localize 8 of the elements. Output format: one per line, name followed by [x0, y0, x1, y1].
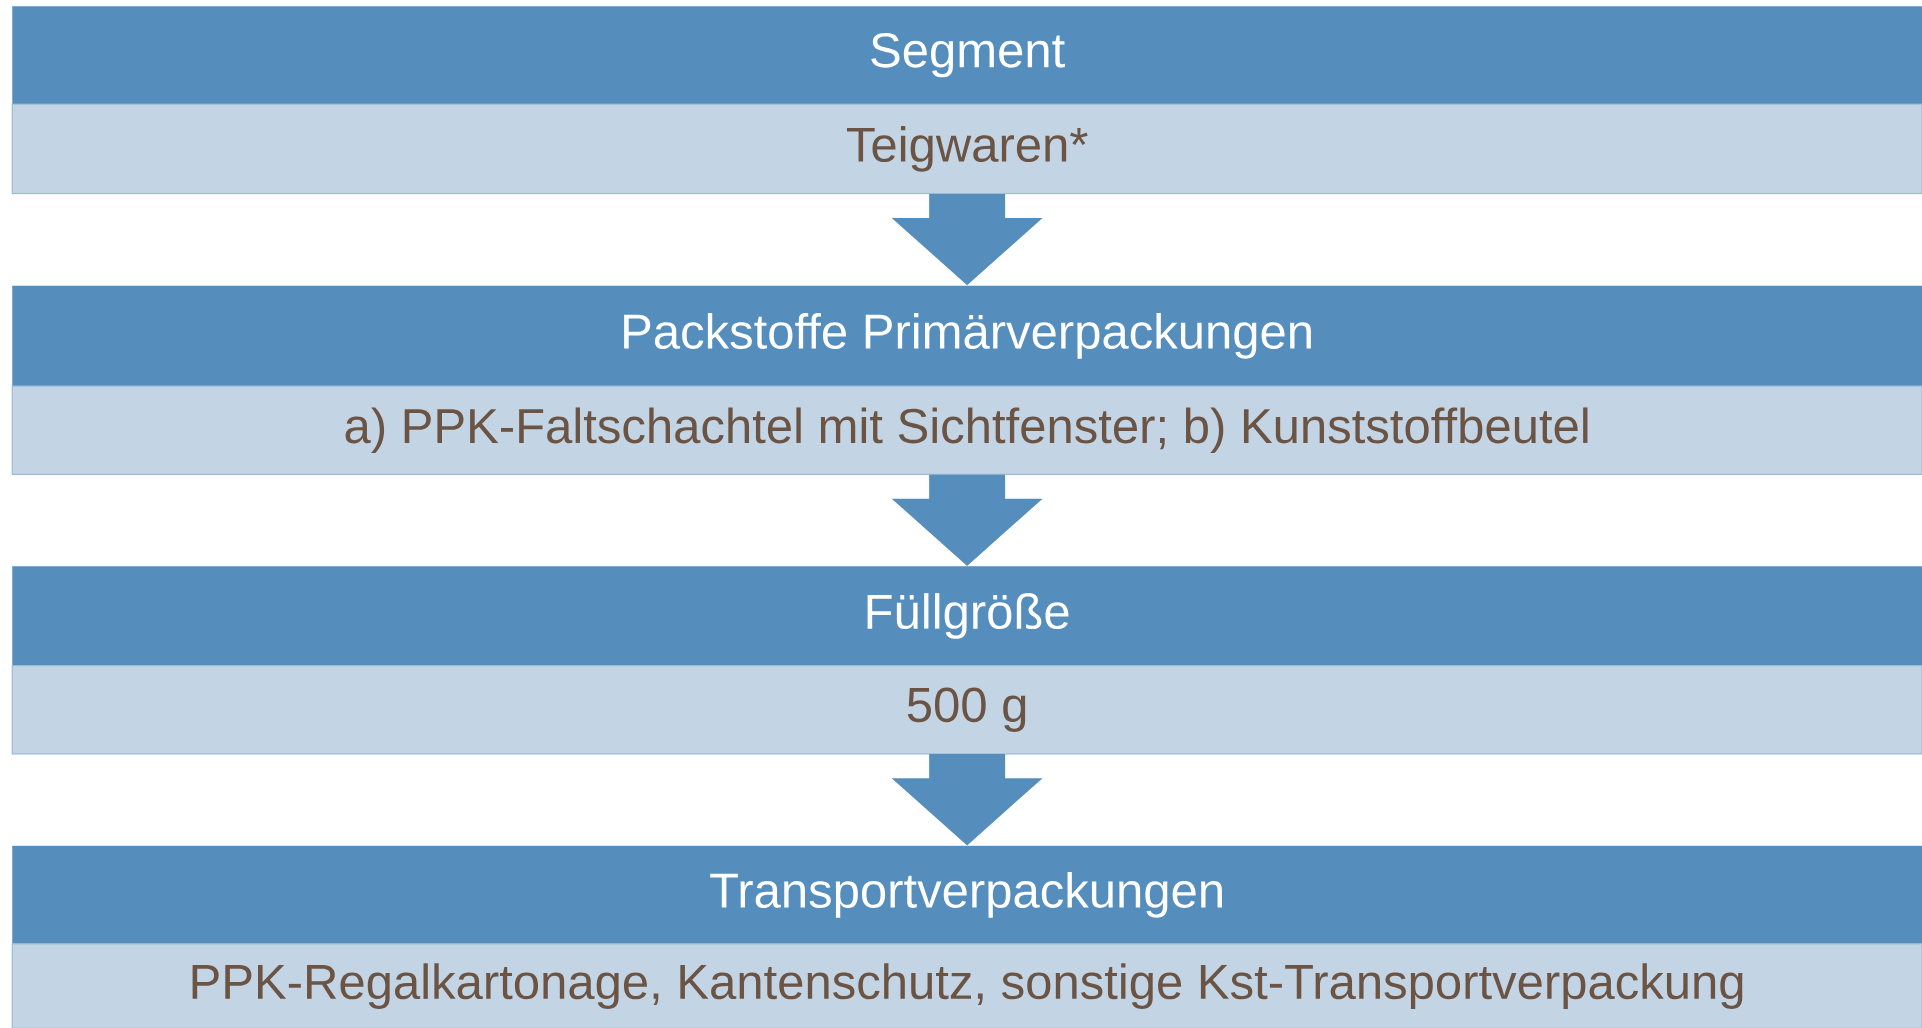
process-box: Transportverpackungen PPK-Regalkartonage, Kantenschutz, sonstige Kst-Transportverpackung [11, 845, 1922, 1028]
node-label: Teigwaren* [846, 125, 1088, 172]
node-label: 500 g [907, 687, 1026, 732]
process-box: Packstoffe Primärverpackungen a) PPK-Faltschachtel mit Sichtfenster; b) Kunststoffbeutel [11, 285, 1922, 475]
process-box: Segment Teigwaren* [11, 5, 1922, 195]
node-label: a) PPK-Faltschachtel mit Sichtfenster; b) Kunststoffbeutel [345, 407, 1588, 453]
node-label: PPK-Regalkartonage, Kantenschutz, sonstige Kst-Transportverpackung [192, 963, 1743, 1009]
process-box: Füllgröße 500 g [11, 566, 1922, 755]
